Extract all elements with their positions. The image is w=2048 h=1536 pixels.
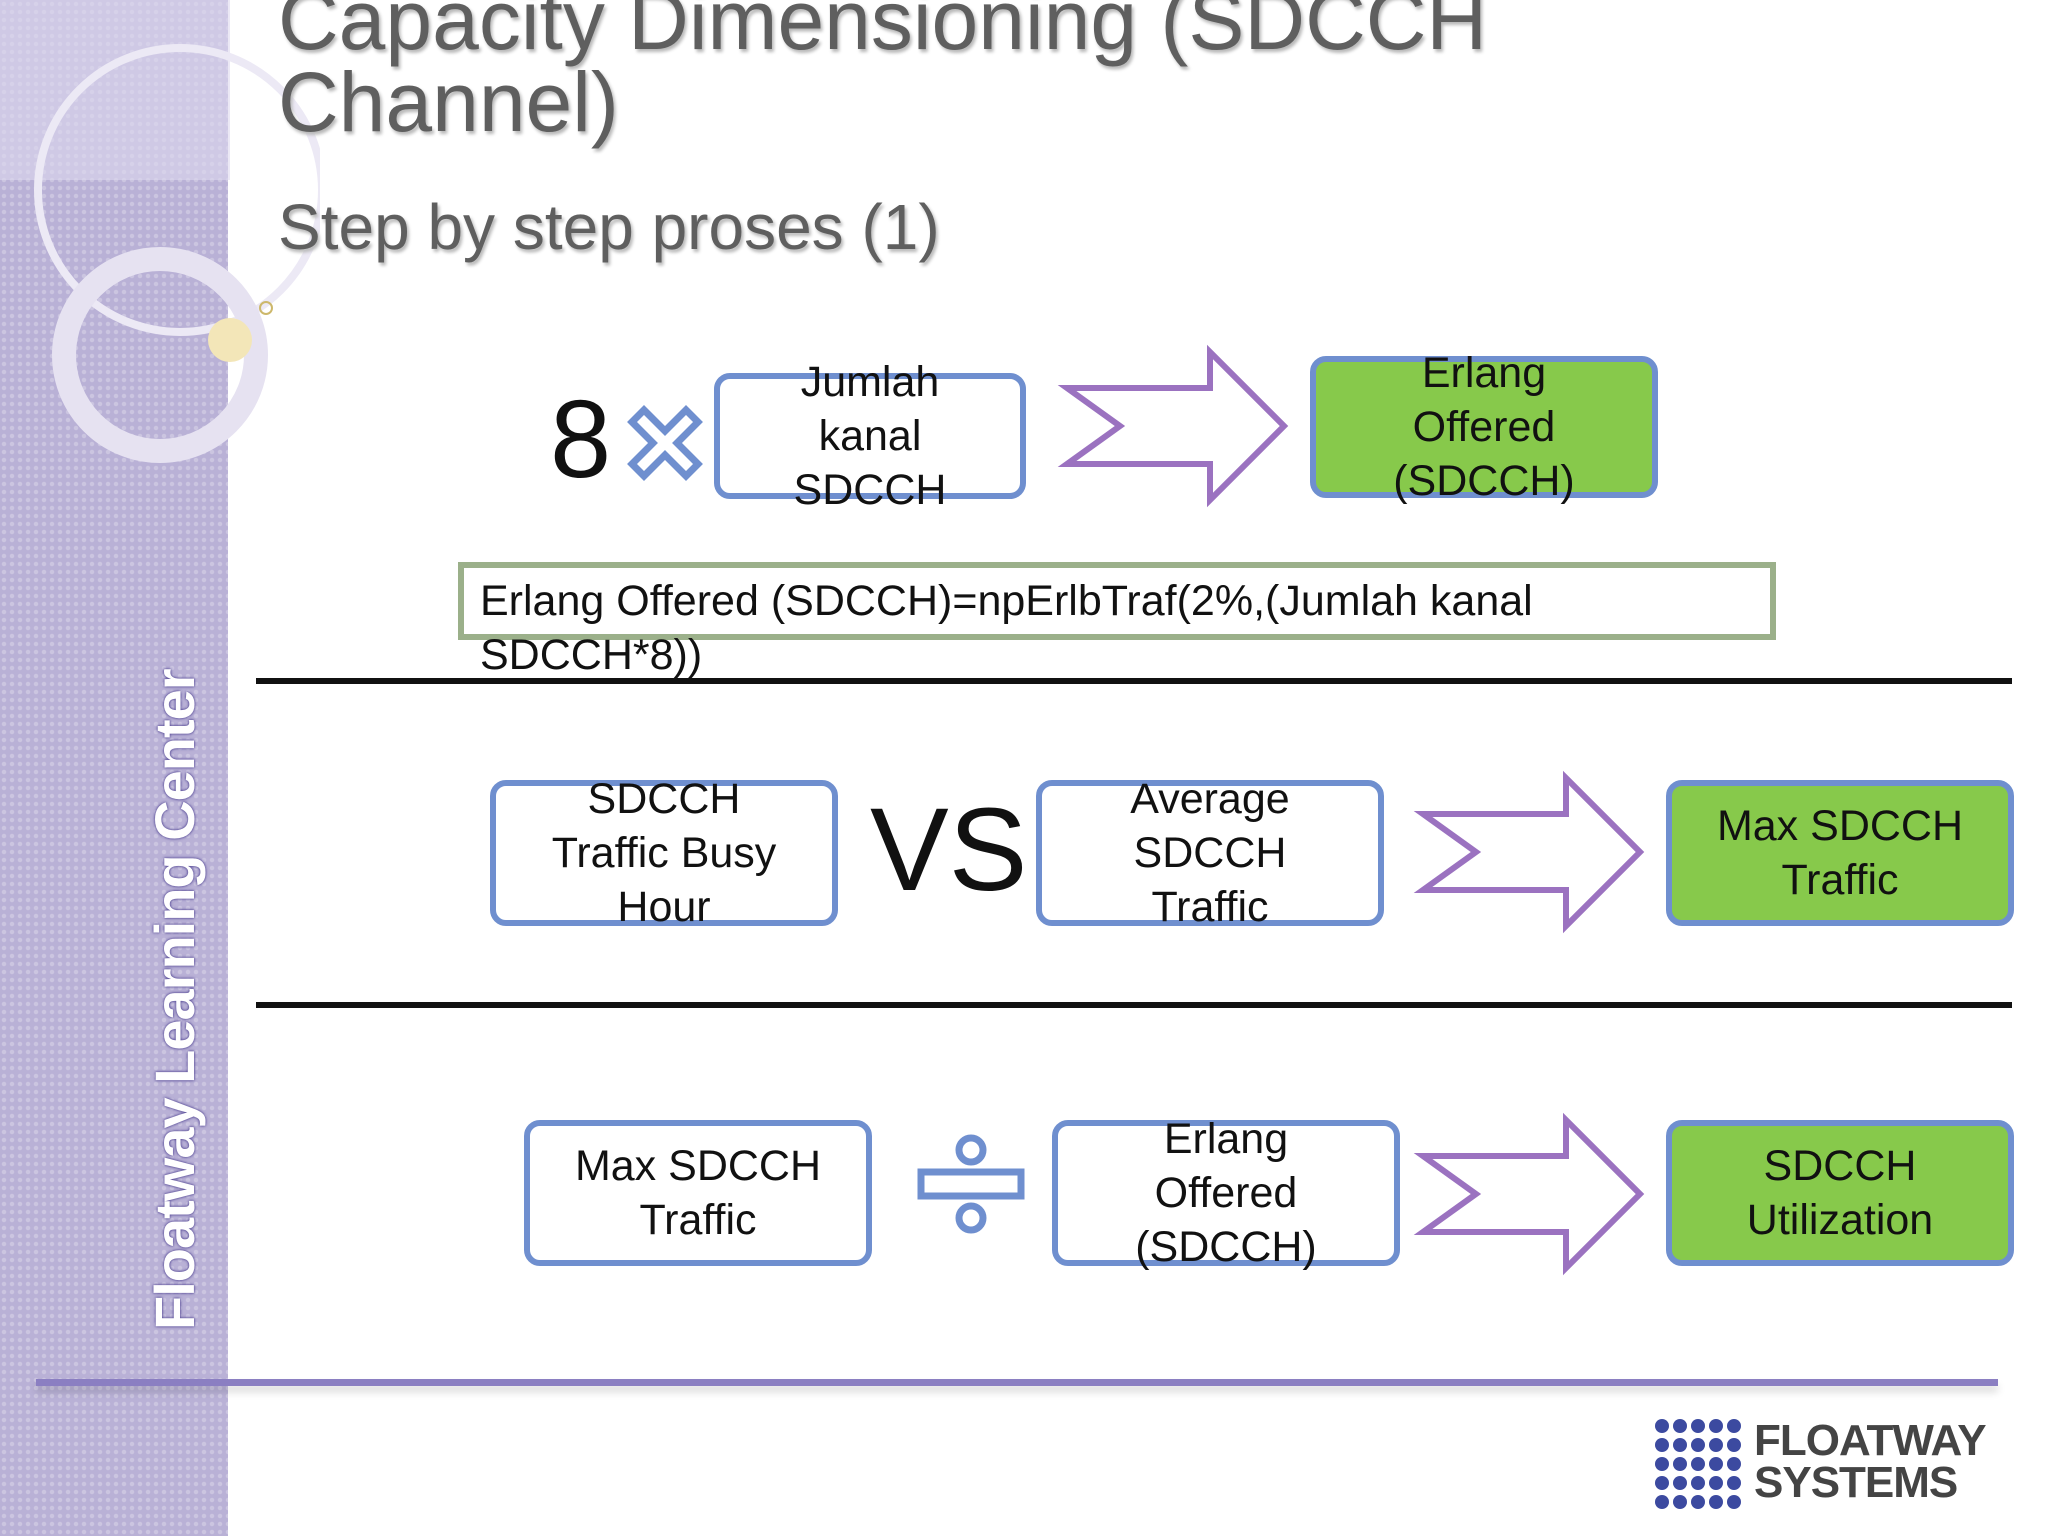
logo-text-floatway: FLOATWAY <box>1754 1416 1987 1465</box>
vs-operator: VS <box>870 784 1028 916</box>
sidebar-label: Floatway Learning Center <box>143 669 206 1330</box>
arrow-right-icon <box>1057 344 1289 508</box>
page-subtitle: Step by step proses (1) <box>278 191 940 263</box>
box-sdcch-traffic-busy-hour: SDCCH Traffic Busy Hour <box>490 775 838 931</box>
formula-text: Erlang Offered (SDCCH)=npErlbTraf(2%,(Ju… <box>480 577 1533 679</box>
multiply-icon <box>627 405 703 481</box>
logo-dots-icon <box>1655 1419 1741 1509</box>
divider <box>256 678 2012 684</box>
decorative-circles <box>0 0 320 463</box>
arrow-right-icon <box>1413 770 1645 934</box>
logo-text-systems: SYSTEMS <box>1754 1458 1958 1507</box>
divider <box>256 1002 2012 1008</box>
box-max-sdcch-traffic: Max SDCCH Traffic <box>524 1120 872 1266</box>
floatway-logo: FLOATWAY SYSTEMS <box>1652 1414 1987 1514</box>
box-average-sdcch-traffic: Average SDCCH Traffic <box>1036 775 1384 931</box>
box-sdcch-utilization: SDCCH Utilization <box>1666 1120 2014 1266</box>
box-erlang-offered-sdcch: Erlang Offered (SDCCH) <box>1052 1115 1400 1271</box>
divide-icon <box>917 1134 1025 1234</box>
box-jumlah-kanal-sdcch: Jumlah kanal SDCCH <box>714 358 1026 514</box>
arrow-right-icon <box>1413 1112 1645 1276</box>
multiplier-number: 8 <box>550 378 612 501</box>
box-erlang-offered: Erlang Offered (SDCCH) <box>1310 349 1658 505</box>
footer-line <box>36 1379 1998 1386</box>
page-title-line2: Channel) <box>278 55 619 149</box>
box-max-sdcch-traffic-result: Max SDCCH Traffic <box>1666 780 2014 926</box>
page-title-line1: Capacity Dimensioning (SDCCH <box>278 0 1488 67</box>
formula-box <box>458 562 1776 640</box>
